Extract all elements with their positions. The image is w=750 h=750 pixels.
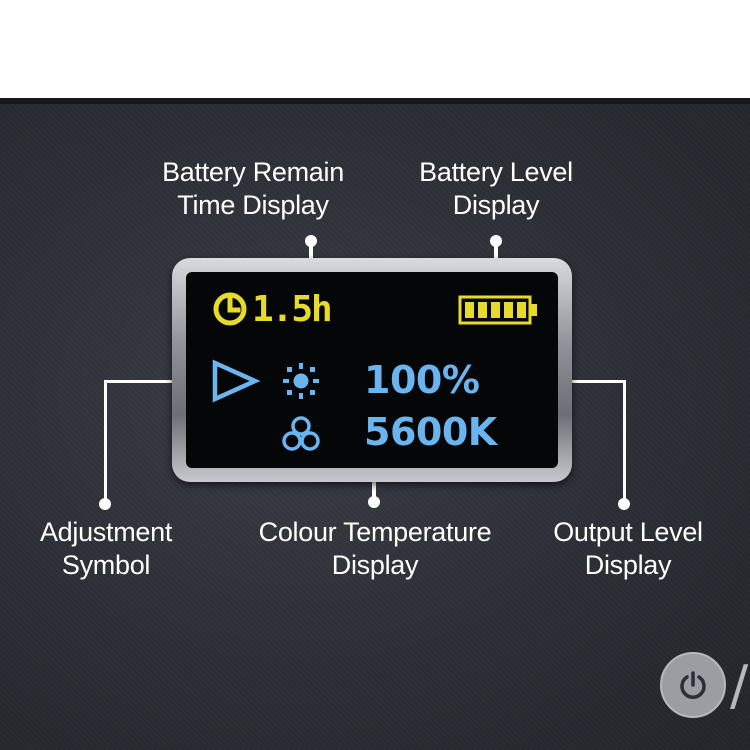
label-battery-remain: Battery Remain Time Display: [162, 157, 344, 220]
power-button[interactable]: [660, 652, 726, 718]
battery-icon: [458, 295, 537, 325]
leader-line-adjust-v: [104, 380, 107, 504]
battery-remain-time: 1.5h: [252, 289, 333, 330]
leader-dot-adjust: [99, 498, 111, 510]
leader-dot-output: [618, 498, 630, 510]
label-battery-level: Battery Level Display: [419, 157, 573, 220]
power-icon: [680, 671, 706, 699]
battery-bar: [504, 302, 513, 318]
battery-bar: [465, 302, 474, 318]
play-triangle-icon: [212, 359, 260, 403]
battery-bar: [491, 302, 500, 318]
leader-line-output-v: [623, 380, 626, 504]
white-background: [0, 0, 750, 98]
clock-icon: [213, 292, 247, 326]
label-output-level: Output Level Display: [553, 517, 703, 580]
leader-dot-colour: [368, 496, 380, 508]
slash-separator: /: [730, 654, 749, 717]
label-adjustment-symbol: Adjustment Symbol: [39, 517, 173, 580]
sun-icon: [283, 363, 319, 399]
leader-line-adjust-h: [104, 380, 210, 383]
battery-bar: [517, 302, 526, 318]
colour-temperature-value: 5600K: [364, 410, 497, 454]
rgb-circles-icon: [282, 416, 320, 451]
battery-bar: [478, 302, 487, 318]
label-colour-temperature: Colour Temperature Display: [258, 517, 492, 580]
output-level-value: 100%: [364, 358, 480, 402]
